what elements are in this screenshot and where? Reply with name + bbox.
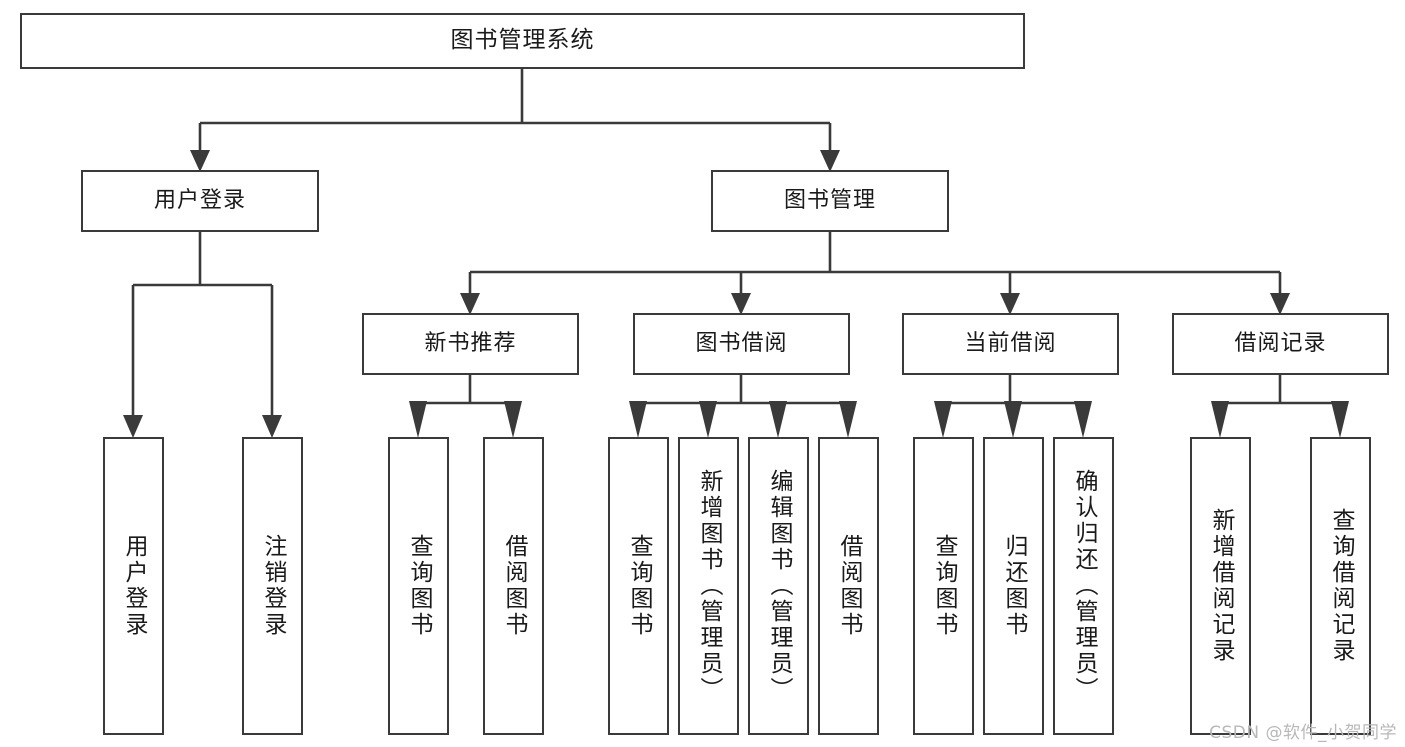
node-leaf-borrow-book-2[interactable]: 借阅图书 [818,437,879,735]
arrow-to-book-manage [820,150,840,172]
node-book-borrow-label: 图书借阅 [695,331,788,357]
arrow-to-leaf-add-book [699,401,717,438]
arrow-to-leaf-user-login [123,415,143,438]
node-leaf-add-book[interactable]: 新增图书（管理员） [678,437,739,735]
node-root[interactable]: 图书管理系统 [20,13,1025,69]
node-leaf-query-book-3-label: 查询图书 [931,534,957,638]
arrow-to-leaf-borrow-book-2 [839,401,857,438]
node-leaf-return-book[interactable]: 归还图书 [983,437,1044,735]
arrow-to-leaf-query-book-3 [934,401,952,438]
node-leaf-query-record[interactable]: 查询借阅记录 [1310,437,1371,735]
node-leaf-add-book-label: 新增图书（管理员） [696,469,722,703]
node-leaf-edit-book-label: 编辑图书（管理员） [766,469,792,703]
node-current-borrow[interactable]: 当前借阅 [902,313,1119,375]
watermark: CSDN @软件_小贺同学 [1209,723,1397,743]
arrow-to-leaf-add-record [1211,401,1229,438]
node-leaf-add-record[interactable]: 新增借阅记录 [1190,437,1251,735]
arrow-to-leaf-return-book [1004,401,1022,438]
node-leaf-logout[interactable]: 注销登录 [242,437,303,735]
node-leaf-query-book-1[interactable]: 查询图书 [388,437,449,735]
node-leaf-query-book-2[interactable]: 查询图书 [608,437,669,735]
node-book-manage[interactable]: 图书管理 [711,170,949,232]
node-leaf-borrow-book-1-label: 借阅图书 [501,534,527,638]
node-book-manage-label: 图书管理 [783,188,876,214]
arrow-to-leaf-query-record [1331,401,1349,438]
node-leaf-confirm-return[interactable]: 确认归还（管理员） [1053,437,1114,735]
arrow-to-leaf-confirm-return [1074,401,1092,438]
node-root-label: 图书管理系统 [450,27,595,54]
arrow-to-book-borrow [731,293,751,315]
node-leaf-return-book-label: 归还图书 [1001,534,1027,638]
node-book-borrow[interactable]: 图书借阅 [633,313,850,375]
node-leaf-confirm-return-label: 确认归还（管理员） [1071,469,1097,703]
node-leaf-query-book-1-label: 查询图书 [406,534,432,638]
arrow-to-borrow-record [1270,293,1290,315]
arrow-to-leaf-logout [262,415,282,438]
node-borrow-record-label: 借阅记录 [1234,331,1327,357]
arrow-to-leaf-query-book-1 [409,401,427,438]
arrow-to-new-book-recommend [460,293,480,315]
node-leaf-query-book-2-label: 查询图书 [626,534,652,638]
arrow-to-leaf-borrow-book-1 [504,401,522,438]
node-new-book-recommend[interactable]: 新书推荐 [362,313,579,375]
node-leaf-borrow-book-1[interactable]: 借阅图书 [483,437,544,735]
node-leaf-add-record-label: 新增借阅记录 [1208,508,1234,664]
node-leaf-user-login[interactable]: 用户登录 [103,437,164,735]
node-leaf-logout-label: 注销登录 [260,534,286,638]
node-user-login[interactable]: 用户登录 [81,170,319,232]
arrow-to-user-login [190,150,210,172]
node-leaf-user-login-label: 用户登录 [121,534,147,638]
node-current-borrow-label: 当前借阅 [964,331,1057,357]
arrow-to-leaf-edit-book [769,401,787,438]
arrow-to-current-borrow [1000,293,1020,315]
node-leaf-borrow-book-2-label: 借阅图书 [836,534,862,638]
node-borrow-record[interactable]: 借阅记录 [1172,313,1389,375]
node-new-book-recommend-label: 新书推荐 [424,331,517,357]
node-leaf-query-record-label: 查询借阅记录 [1328,508,1354,664]
node-leaf-query-book-3[interactable]: 查询图书 [913,437,974,735]
arrow-to-leaf-query-book-2 [629,401,647,438]
node-leaf-edit-book[interactable]: 编辑图书（管理员） [748,437,809,735]
node-user-login-label: 用户登录 [153,188,246,214]
